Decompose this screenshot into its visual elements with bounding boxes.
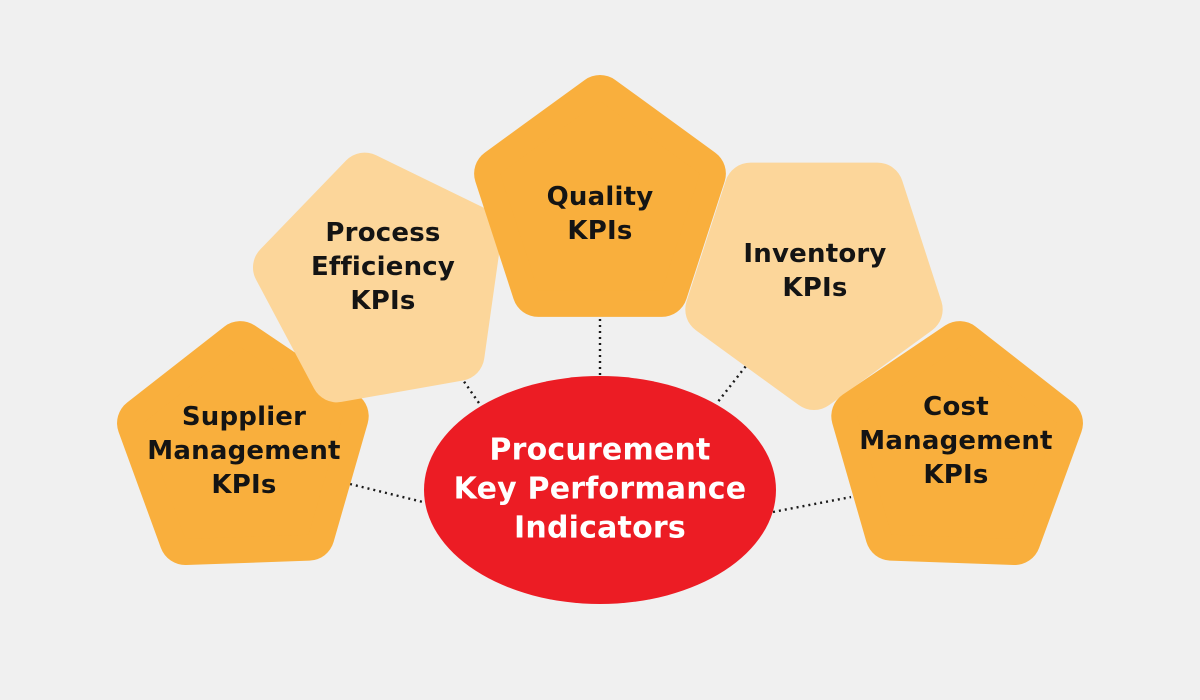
pentagon-quality — [474, 75, 726, 317]
pentagon-supplier-management — [117, 321, 369, 566]
central-ellipse-procurement-kpis — [424, 376, 776, 604]
pentagon-cost-management — [831, 321, 1083, 566]
connector-cost-management — [772, 495, 852, 514]
connector-group — [349, 313, 852, 514]
connector-supplier-management — [349, 482, 428, 505]
connector-process-efficiency — [446, 356, 482, 407]
connector-inventory — [716, 356, 754, 404]
pentagon-process-efficiency — [252, 152, 502, 403]
pentagon-inventory — [685, 162, 943, 410]
